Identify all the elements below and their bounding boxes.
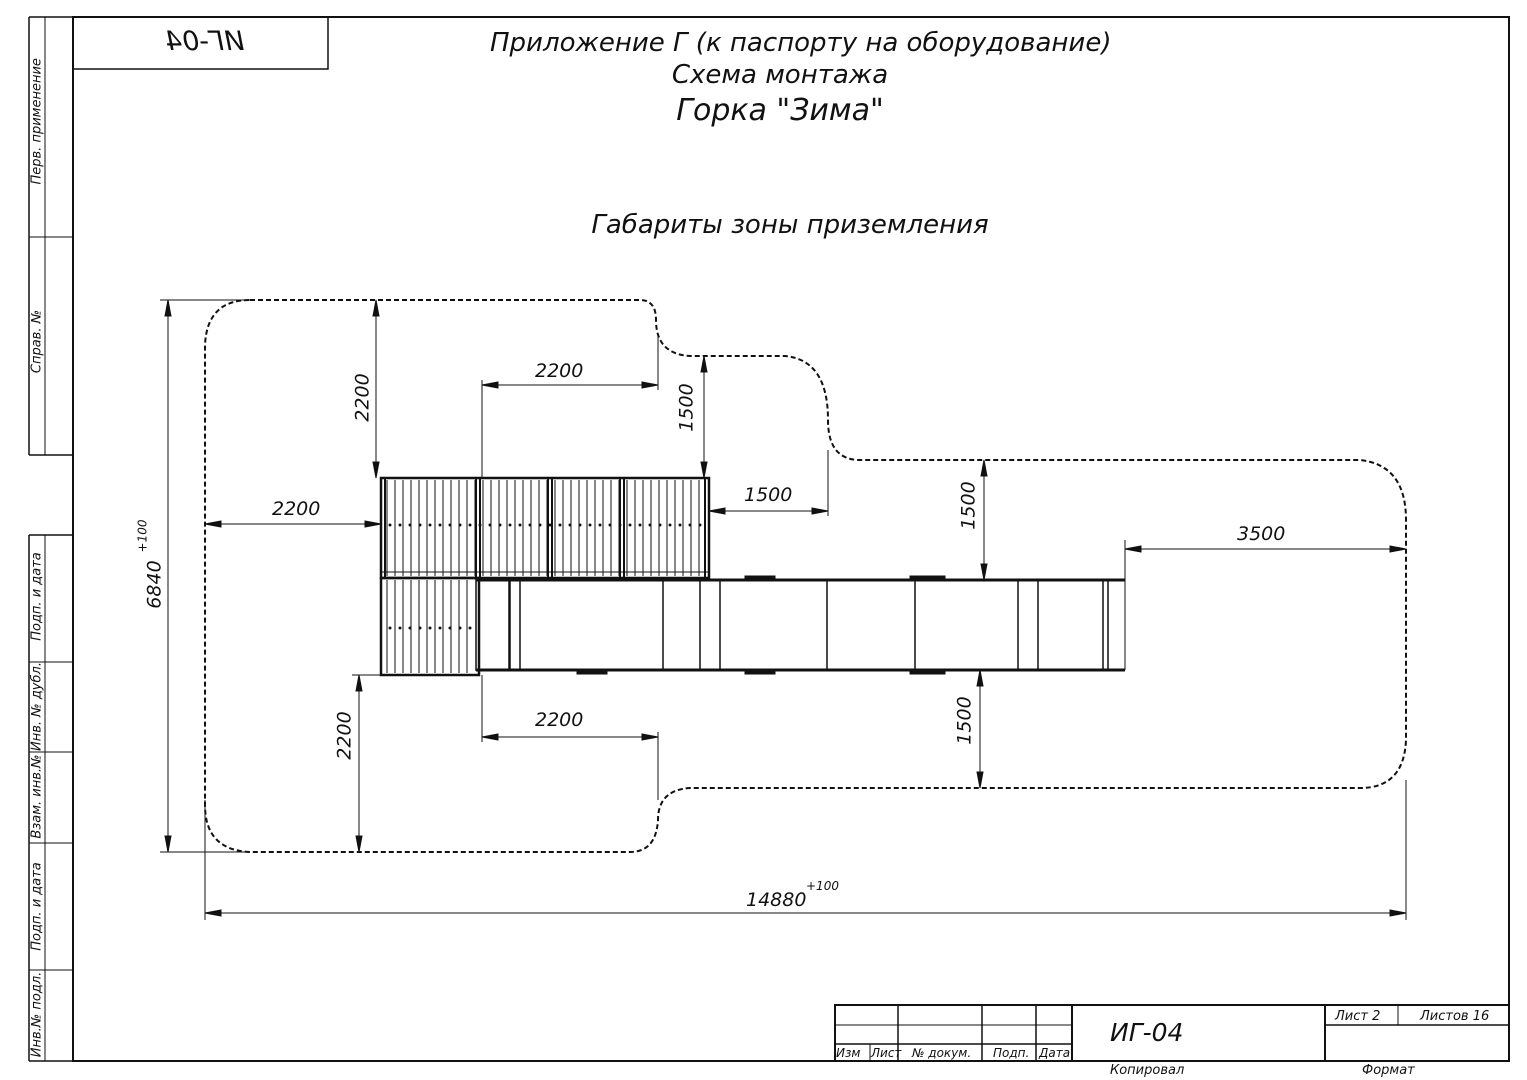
platform-slats [380, 478, 710, 673]
fastener-dot [578, 523, 582, 527]
dim-overall-width: 14880 [746, 889, 807, 911]
fastener-dot [598, 523, 602, 527]
fastener-dot [588, 523, 592, 527]
fastener-dot [558, 523, 562, 527]
dim-slide-end: 3500 [1237, 523, 1286, 545]
title-block-frame [834, 1004, 1510, 1062]
fastener-dot [698, 523, 702, 527]
fastener-dot [448, 523, 452, 527]
fastener-dot [418, 523, 422, 527]
fastener-dot [408, 626, 412, 630]
fastener-dot [568, 523, 572, 527]
fastener-dot [418, 626, 422, 630]
fastener-dot [528, 523, 532, 527]
title-block-col-izm: Изм [836, 1046, 861, 1060]
landing-zone-outline [204, 299, 1407, 853]
dim-platform-right: 1500 [744, 484, 793, 506]
dim-bottom-left-vertical: 2200 [333, 711, 356, 760]
dim-top-right-vertical: 1500 [675, 383, 698, 432]
fastener-dot [438, 523, 442, 527]
side-label-reference: Справ. № [29, 309, 45, 374]
dim-overall-height: 6840 [143, 560, 166, 609]
fastener-dot [508, 523, 512, 527]
fastener-dot [658, 523, 662, 527]
fastener-dot [638, 523, 642, 527]
fastener-dot [488, 523, 492, 527]
fastener-dot [688, 523, 692, 527]
dim-top-platform-width: 2200 [535, 360, 584, 382]
title-block-doc-code: ИГ-04 [1110, 1018, 1184, 1047]
title-block-copied: Копировал [1110, 1063, 1185, 1078]
title-line-2: Схема монтажа [671, 60, 889, 90]
fastener-dot [398, 626, 402, 630]
sheet-frame [28, 16, 1510, 1062]
fastener-dot [478, 523, 482, 527]
dim-left-horizontal: 2200 [272, 498, 321, 520]
side-label-sign-date-2: Подп. и дата [29, 862, 45, 951]
fastener-dot [668, 523, 672, 527]
title-line-3: Горка "Зима" [676, 93, 884, 128]
fastener-dot [608, 523, 612, 527]
title-block-col-list: Лист [871, 1046, 902, 1060]
title-block-col-doc: № докум. [912, 1046, 972, 1060]
side-label-sign-date-1: Подп. и дата [29, 552, 45, 641]
dimension-lines [160, 299, 1407, 920]
title-line-1: Приложение Г (к паспорту на оборудование… [490, 28, 1112, 58]
fastener-dot [398, 523, 402, 527]
dim-overall-height-tol: +100 [135, 519, 150, 553]
fastener-dot [468, 523, 472, 527]
fastener-dot [408, 523, 412, 527]
dim-slide-bottom-vertical: 1500 [953, 696, 976, 745]
title-block-col-date: Дата [1039, 1046, 1071, 1060]
fastener-dot [678, 523, 682, 527]
slide-body [476, 575, 1126, 675]
side-label-first-use: Перв. применение [29, 58, 45, 185]
fastener-dot [548, 523, 552, 527]
fastener-dot [388, 626, 392, 630]
fastener-dot [538, 523, 542, 527]
fastener-dot [628, 523, 632, 527]
fastener-dot [618, 523, 622, 527]
title-block-col-sign: Подп. [993, 1046, 1030, 1060]
fastener-dot [458, 626, 462, 630]
platform-deck [379, 476, 711, 677]
fastener-dot [438, 626, 442, 630]
fastener-dot [428, 523, 432, 527]
dim-bottom-platform-width: 2200 [535, 709, 584, 731]
subtitle: Габариты зоны приземления [591, 210, 989, 240]
dim-overall-width-tol: +100 [806, 879, 839, 893]
fastener-dot [428, 626, 432, 630]
title-block-sheets: Листов 16 [1420, 1009, 1490, 1024]
fastener-dot [468, 626, 472, 630]
document-code-mirrored: ИГ-04 [165, 26, 245, 57]
fastener-dot [448, 626, 452, 630]
side-label-orig-inv: Инв.№ подл. [29, 971, 45, 1058]
dim-top-left-vertical: 2200 [351, 373, 374, 422]
dim-slide-top-vertical: 1500 [957, 481, 980, 530]
side-label-replace-inv: Взам. инв.№ [29, 754, 45, 839]
fastener-dot [518, 523, 522, 527]
fastener-dot [388, 523, 392, 527]
title-block-format: Формат [1362, 1063, 1415, 1078]
title-block-sheet: Лист 2 [1335, 1009, 1381, 1024]
fastener-dot [458, 523, 462, 527]
fastener-dot [498, 523, 502, 527]
fastener-dot [648, 523, 652, 527]
